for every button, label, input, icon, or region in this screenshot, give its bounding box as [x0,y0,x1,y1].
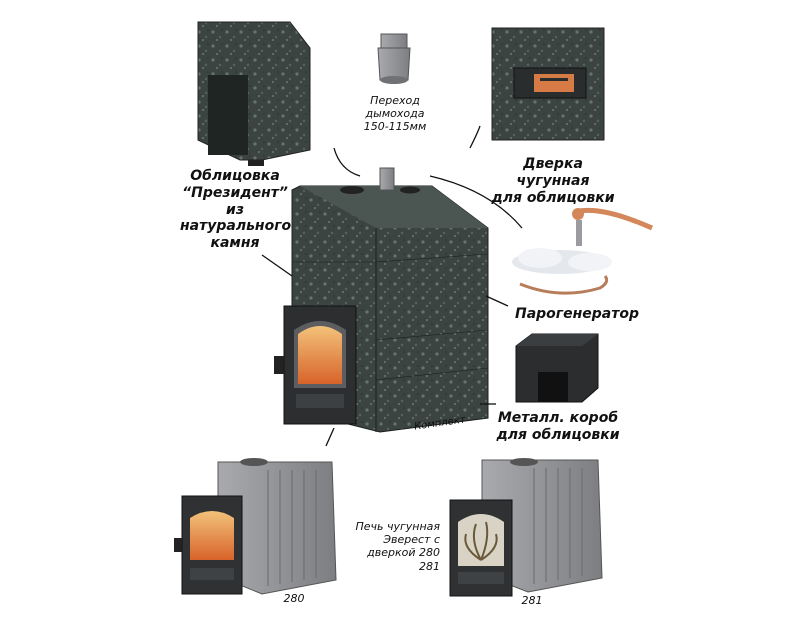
stove-label-line2: Эверест с [383,533,440,547]
cast-iron-door-image [491,27,605,141]
metal-box-label-line2: для облицовки [496,426,620,443]
cladding-label-line3: из натурального [180,201,292,235]
main-stove-kit-image [274,167,489,433]
cladding-label: Облицовка “Президент” из натурального ка… [180,168,292,252]
metal-box-image [515,333,599,403]
cladding-shell-image [197,21,311,166]
stove-281-image [449,458,603,597]
cladding-label-line4: камня [210,235,260,252]
model-281-label: 281 [521,594,543,607]
door-label-line1: Дверка чугунная [516,156,590,189]
chimney-adapter-size: 150-115мм [363,120,427,134]
stove-280-image [174,458,337,595]
chimney-adapter-title: Переход дымохода [365,94,425,121]
door-label: Дверка чугунная для облицовки [488,156,618,206]
steam-generator-label: Парогенератор [514,306,639,322]
stove-label-line4: 281 [419,559,440,573]
stove-label-line1: Печь чугунная [355,520,440,533]
cladding-label-line2: “Президент” [182,184,288,201]
door-label-line2: для облицовки [491,189,615,206]
callout-lines [261,125,523,447]
model-280-label: 280 [283,592,305,605]
cladding-label-line1: Облицовка [190,168,280,184]
chimney-adapter-image [377,33,411,84]
metal-box-label: Металл. короб для облицовки [496,410,620,444]
steam-generator-image [512,207,654,295]
metal-box-label-line1: Металл. короб [497,410,619,426]
stove-label-line3: дверкой 280 [367,546,440,560]
stove-label: Печь чугунная Эверест с дверкой 280 281 [340,520,440,573]
chimney-adapter-label: Переход дымохода 150-115мм [340,94,450,134]
